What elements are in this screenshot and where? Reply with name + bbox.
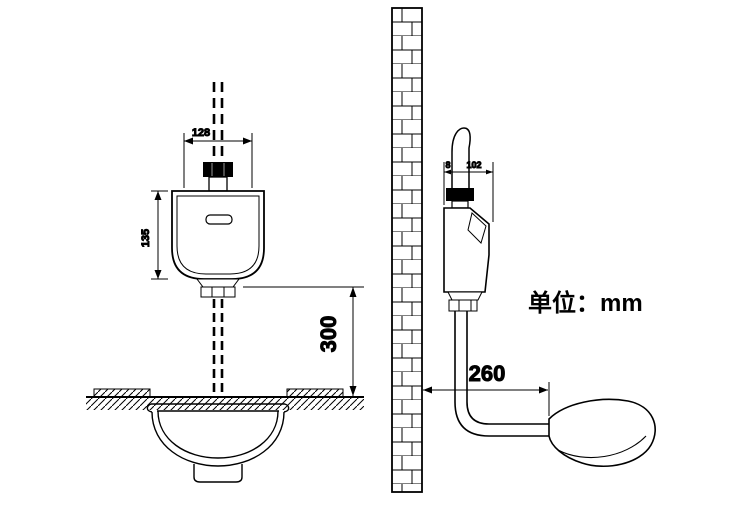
sensor-stem-side	[451, 200, 469, 209]
outlet-fitting-side	[447, 291, 483, 312]
inlet-nut	[203, 162, 233, 177]
mount-plate-left	[93, 388, 151, 398]
drop-height-label: 300	[316, 316, 341, 353]
small-dim-label: 8	[445, 160, 450, 170]
dimension-width-128: 128	[183, 127, 253, 188]
dimension-drop-300: 300	[243, 286, 364, 396]
wall-offset-label: 260	[469, 361, 506, 386]
outlet-fitting-front	[196, 278, 240, 298]
dimension-offset-260: 260	[423, 361, 550, 416]
outlet-pipe-dashed	[212, 299, 224, 396]
sensor-tube-side	[451, 127, 471, 191]
unit-note: 单位：mm	[528, 289, 643, 317]
dimension-depth-102: 8 102	[443, 160, 494, 222]
urinal-bowl	[146, 403, 290, 483]
spray-outlet	[548, 398, 656, 468]
sensor-inlet-nut-side	[446, 188, 474, 201]
inlet-pipe-dashed	[212, 82, 224, 160]
front-view: 128 13	[86, 82, 364, 483]
floor	[86, 388, 364, 410]
side-view: 8 102	[391, 7, 656, 493]
side-depth-label: 102	[466, 160, 481, 170]
brick-wall	[391, 7, 423, 493]
sensor-window-front	[205, 214, 233, 225]
outlet-pipe-side	[454, 311, 549, 437]
front-width-label: 128	[192, 127, 210, 139]
sensor-window-side	[467, 212, 487, 244]
valve-body-side	[443, 207, 490, 293]
front-height-label: 135	[140, 229, 152, 247]
inlet-stem	[208, 176, 228, 192]
mount-plate-right	[286, 388, 344, 398]
dimension-height-135: 135	[140, 190, 168, 280]
valve-body-front	[171, 190, 265, 280]
